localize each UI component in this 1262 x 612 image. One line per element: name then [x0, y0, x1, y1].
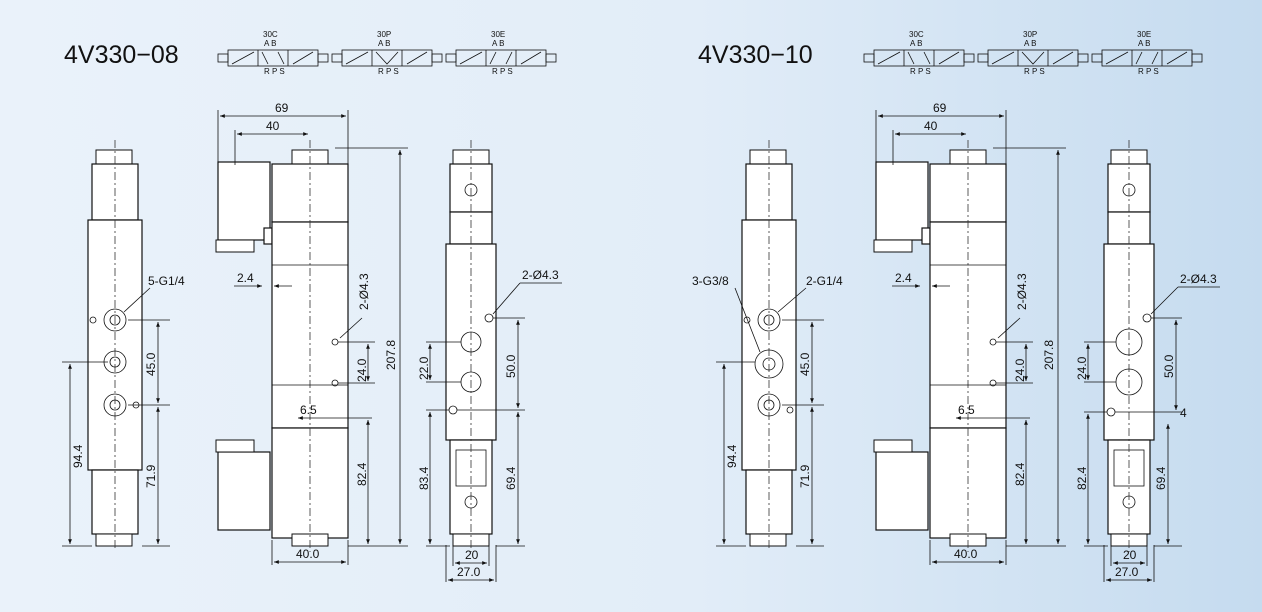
dim-port-pitch: 45.0 — [798, 352, 812, 376]
front-view: 3-G3/8 2-G1/4 94.4 45.0 71.9 — [692, 140, 843, 550]
dim-front-ports-small: 2-G1/4 — [806, 274, 843, 288]
dim-mount-holes: 2-Ø4.3 — [357, 273, 371, 310]
dim-center-height: 82.4 — [355, 462, 369, 486]
dim-port-height-total: 94.4 — [71, 444, 85, 468]
symbol-ab: A B — [492, 39, 504, 48]
dim-front-ports-big: 3-G3/8 — [692, 274, 729, 288]
symbol-code: 30C — [263, 30, 278, 39]
symbol-code: 30E — [491, 30, 505, 39]
dim-hole-pitch: 24.0 — [1013, 358, 1027, 382]
valve-symbol-30e: 30E A B R P S — [445, 30, 557, 76]
dim-front-ports: 5-G1/4 — [148, 274, 185, 288]
dim-side-height-left: 82.4 — [1075, 466, 1089, 490]
symbol-ab: A B — [1024, 39, 1036, 48]
symbol-rps: R P S — [910, 67, 931, 76]
dim-side-holes: 2-Ø4.3 — [1180, 272, 1217, 286]
dim-height: 207.8 — [1042, 340, 1056, 370]
dim-side-inner: 20 — [465, 548, 479, 562]
dim-height: 207.8 — [384, 340, 398, 370]
symbol-rps: R P S — [378, 67, 399, 76]
dim-side-width: 27.0 — [457, 565, 481, 579]
dim-port-height-low: 71.9 — [798, 464, 812, 488]
dim-body-width: 40.0 — [296, 547, 320, 561]
dim-side-height-left: 83.4 — [417, 466, 431, 490]
symbol-code: 30P — [1023, 30, 1037, 39]
dim-mount-offset: 40 — [266, 119, 280, 133]
dim-port-pitch: 45.0 — [144, 352, 158, 376]
dim-hole-pitch: 24.0 — [355, 358, 369, 382]
model-4v330-10: 4V330−10 30C A B R P S 30P A B R P S 30E… — [692, 30, 1220, 582]
dim-side-inner: 20 — [1123, 548, 1137, 562]
center-view: 69 40 2.4 207.8 2-Ø4.3 24.0 6.5 82.4 40. — [873, 101, 1066, 565]
symbol-code: 30C — [909, 30, 924, 39]
symbol-rps: R P S — [1138, 67, 1159, 76]
dim-center-offset: 6.5 — [958, 403, 975, 417]
valve-symbol-30e: 30E A B R P S — [1091, 30, 1203, 76]
dim-lip: 2.4 — [237, 271, 254, 285]
valve-symbol-30c: 30C A B R P S — [217, 30, 329, 76]
symbol-ab: A B — [910, 39, 922, 48]
dim-side-height-right: 69.4 — [504, 466, 518, 490]
valve-symbol-30p: 30P A B R P S — [977, 30, 1089, 76]
dim-port-height-low: 71.9 — [144, 464, 158, 488]
center-view: 69 40 2.4 207.8 2-Ø4.3 24.0 6.5 82.4 40. — [215, 101, 408, 565]
model-title: 4V330−08 — [64, 41, 179, 69]
dim-side-pitch-right: 50.0 — [504, 354, 518, 378]
front-view: 5-G1/4 94.4 45.0 71.9 — [62, 140, 185, 550]
symbol-ab: A B — [264, 39, 276, 48]
side-view: 2-Ø4.3 50.0 4 69.4 24.0 82.4 20 — [1075, 140, 1220, 582]
dim-mount-offset: 40 — [924, 119, 938, 133]
dim-lip: 2.4 — [895, 271, 912, 285]
model-title: 4V330−10 — [698, 41, 813, 69]
dim-side-pitch-right: 50.0 — [1162, 354, 1176, 378]
valve-symbol-30p: 30P A B R P S — [331, 30, 443, 76]
symbol-rps: R P S — [264, 67, 285, 76]
dim-side-extra: 4 — [1180, 406, 1187, 420]
dim-center-height: 82.4 — [1013, 462, 1027, 486]
symbol-ab: A B — [378, 39, 390, 48]
symbol-ab: A B — [1138, 39, 1150, 48]
symbol-rps: R P S — [492, 67, 513, 76]
model-4v330-08: 4V330−08 30C A B R P S 30P A B R P S 30E… — [62, 30, 562, 582]
symbol-code: 30P — [377, 30, 391, 39]
dim-overall-length: 69 — [275, 101, 289, 115]
symbol-code: 30E — [1137, 30, 1151, 39]
side-view: 2-Ø4.3 50.0 69.4 22.0 83.4 20 27.0 — [417, 140, 562, 582]
dim-port-height-total: 94.4 — [725, 444, 739, 468]
dim-mount-holes: 2-Ø4.3 — [1015, 273, 1029, 310]
dim-body-width: 40.0 — [954, 547, 978, 561]
dim-side-pitch-left: 24.0 — [1075, 356, 1089, 380]
dim-center-offset: 6.5 — [300, 403, 317, 417]
symbol-rps: R P S — [1024, 67, 1045, 76]
dim-side-height-right: 69.4 — [1154, 466, 1168, 490]
valve-symbol-30c: 30C A B R P S — [863, 30, 975, 76]
dim-overall-length: 69 — [933, 101, 947, 115]
dim-side-pitch-left: 22.0 — [417, 356, 431, 380]
dim-side-width: 27.0 — [1115, 565, 1139, 579]
dim-side-holes: 2-Ø4.3 — [522, 268, 559, 282]
